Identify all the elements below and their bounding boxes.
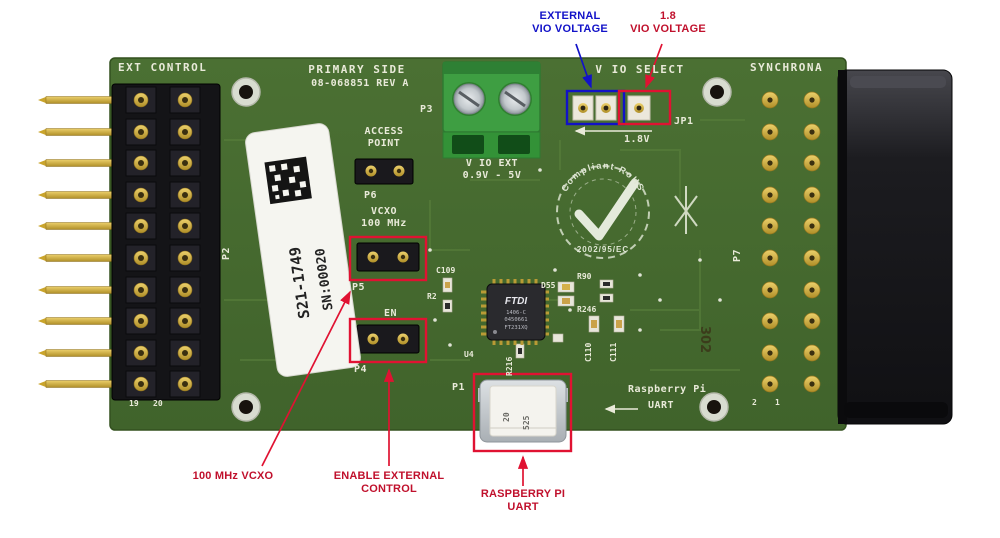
silk-1v8: 1.8V	[623, 134, 651, 145]
external-vio-arrow	[575, 43, 592, 89]
silk-en: EN	[384, 308, 398, 319]
silk-pin-1: 1	[775, 398, 780, 407]
terminal-block-p3	[442, 61, 541, 159]
silk-p6: P6	[364, 190, 378, 201]
right-connector	[837, 69, 953, 425]
usb-mark-2: 525	[522, 415, 531, 430]
annotation-boxes	[348, 89, 672, 453]
access-point-header	[354, 158, 414, 185]
ext-control-header	[111, 83, 221, 401]
silk-vio-ext: V IO EXT 0.9V - 5V	[462, 158, 522, 181]
callout-enable-external: ENABLE EXTERNAL CONTROL	[333, 470, 445, 495]
callout-vio-18: 1.8 VIO VOLTAGE	[630, 10, 706, 35]
annotation-arrows	[261, 43, 663, 486]
datamatrix-barcode	[264, 156, 312, 205]
callout-external-vio: EXTERNAL VIO VOLTAGE	[532, 10, 608, 35]
silk-p3: P3	[420, 104, 434, 115]
left-header-leads	[37, 96, 115, 388]
silk-c111: C111	[609, 342, 618, 362]
silk-p5: P5	[352, 282, 366, 293]
mounting-hole	[231, 77, 261, 107]
vcxo-arrow	[261, 290, 351, 467]
silk-pin-2: 2	[752, 398, 757, 407]
chip-line2: 0450661	[504, 317, 527, 323]
usb-connector	[478, 379, 568, 443]
silk-vcxo: VCXO 100 MHz	[361, 206, 407, 229]
crossed-out-symbol	[674, 186, 698, 234]
silk-u4: U4	[464, 350, 474, 359]
usb-box	[472, 372, 573, 453]
smd-components	[442, 277, 625, 359]
mounting-hole	[699, 392, 729, 422]
vio-18-arrow	[645, 43, 663, 89]
vcxo-header-p5	[356, 242, 420, 272]
silk-raspberry-pi: Raspberry Pi	[628, 384, 707, 395]
callout-vcxo: 100 MHz VCXO	[192, 470, 274, 482]
silk-p7: P7	[732, 248, 743, 262]
vcxo-box	[348, 235, 428, 282]
silk-pin-19: 19	[129, 399, 139, 408]
serial-sticker: S21-1749 SN:00020	[245, 123, 361, 377]
silk-synchrona: SYNCHRONA	[750, 61, 824, 74]
silk-c109: C109	[436, 266, 456, 275]
chip-line1: 1406-C	[506, 310, 526, 316]
silk-access-point: ACCESS POINT	[364, 126, 404, 149]
silk-r246: R246	[577, 305, 597, 314]
silk-pin-20: 20	[153, 399, 163, 408]
silk-revision: 08-068851 REV A	[311, 78, 409, 89]
rohs-bottom-text: 2002/95/EC	[577, 245, 629, 254]
silk-d55: D55	[541, 281, 556, 290]
rohs-checkmark	[574, 179, 639, 241]
silk-p4: P4	[354, 364, 368, 375]
mounting-hole	[702, 77, 732, 107]
silk-ext-control: EXT CONTROL	[118, 61, 208, 74]
mounting-hole	[231, 392, 261, 422]
silk-r2: R2	[427, 292, 437, 301]
silk-p2: P2	[221, 246, 232, 260]
silk-jp1: JP1	[674, 116, 694, 127]
silk-r216: R216	[505, 356, 514, 376]
chip-line3: FT231XQ	[504, 325, 527, 331]
callout-raspberry-uart: RASPBERRY PI UART	[480, 488, 566, 513]
silk-uart: UART	[648, 400, 675, 411]
enable-header-p4	[356, 324, 420, 354]
silk-vio-select: V IO SELECT	[595, 63, 685, 76]
ftdi-chip-u4: FTDI 1406-C 0450661 FT231XQ	[481, 279, 549, 345]
vio-select-jumper	[572, 95, 652, 136]
external-vio-box	[565, 89, 626, 126]
vio-18-box	[617, 89, 672, 126]
silk-p1: P1	[452, 382, 466, 393]
enable-box	[348, 317, 428, 364]
silk-primary-side: PRIMARY SIDE	[308, 63, 406, 76]
silk-c110: C110	[584, 342, 593, 362]
silk-r90: R90	[577, 272, 592, 281]
hand-marking: 302	[697, 326, 712, 354]
usb-mark-1: 20	[502, 412, 511, 422]
pcb-vias	[428, 168, 722, 347]
chip-brand: FTDI	[505, 296, 527, 307]
